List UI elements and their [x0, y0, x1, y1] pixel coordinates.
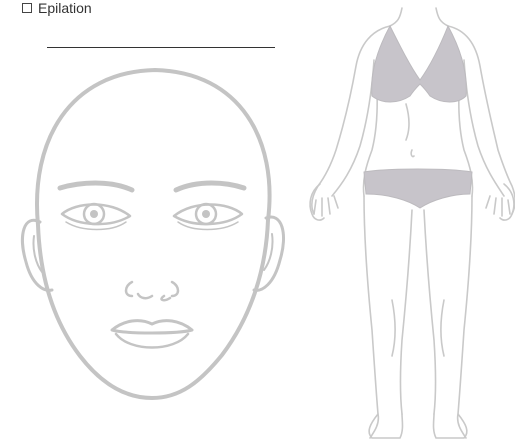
bikini-top [372, 26, 467, 102]
left-hand [310, 184, 338, 220]
bikini-bottom [364, 169, 472, 208]
left-foot [369, 414, 402, 438]
left-leg [364, 196, 378, 438]
navel [411, 150, 414, 157]
right-leg [458, 196, 472, 438]
neck [390, 8, 448, 26]
right-foot [434, 414, 467, 438]
